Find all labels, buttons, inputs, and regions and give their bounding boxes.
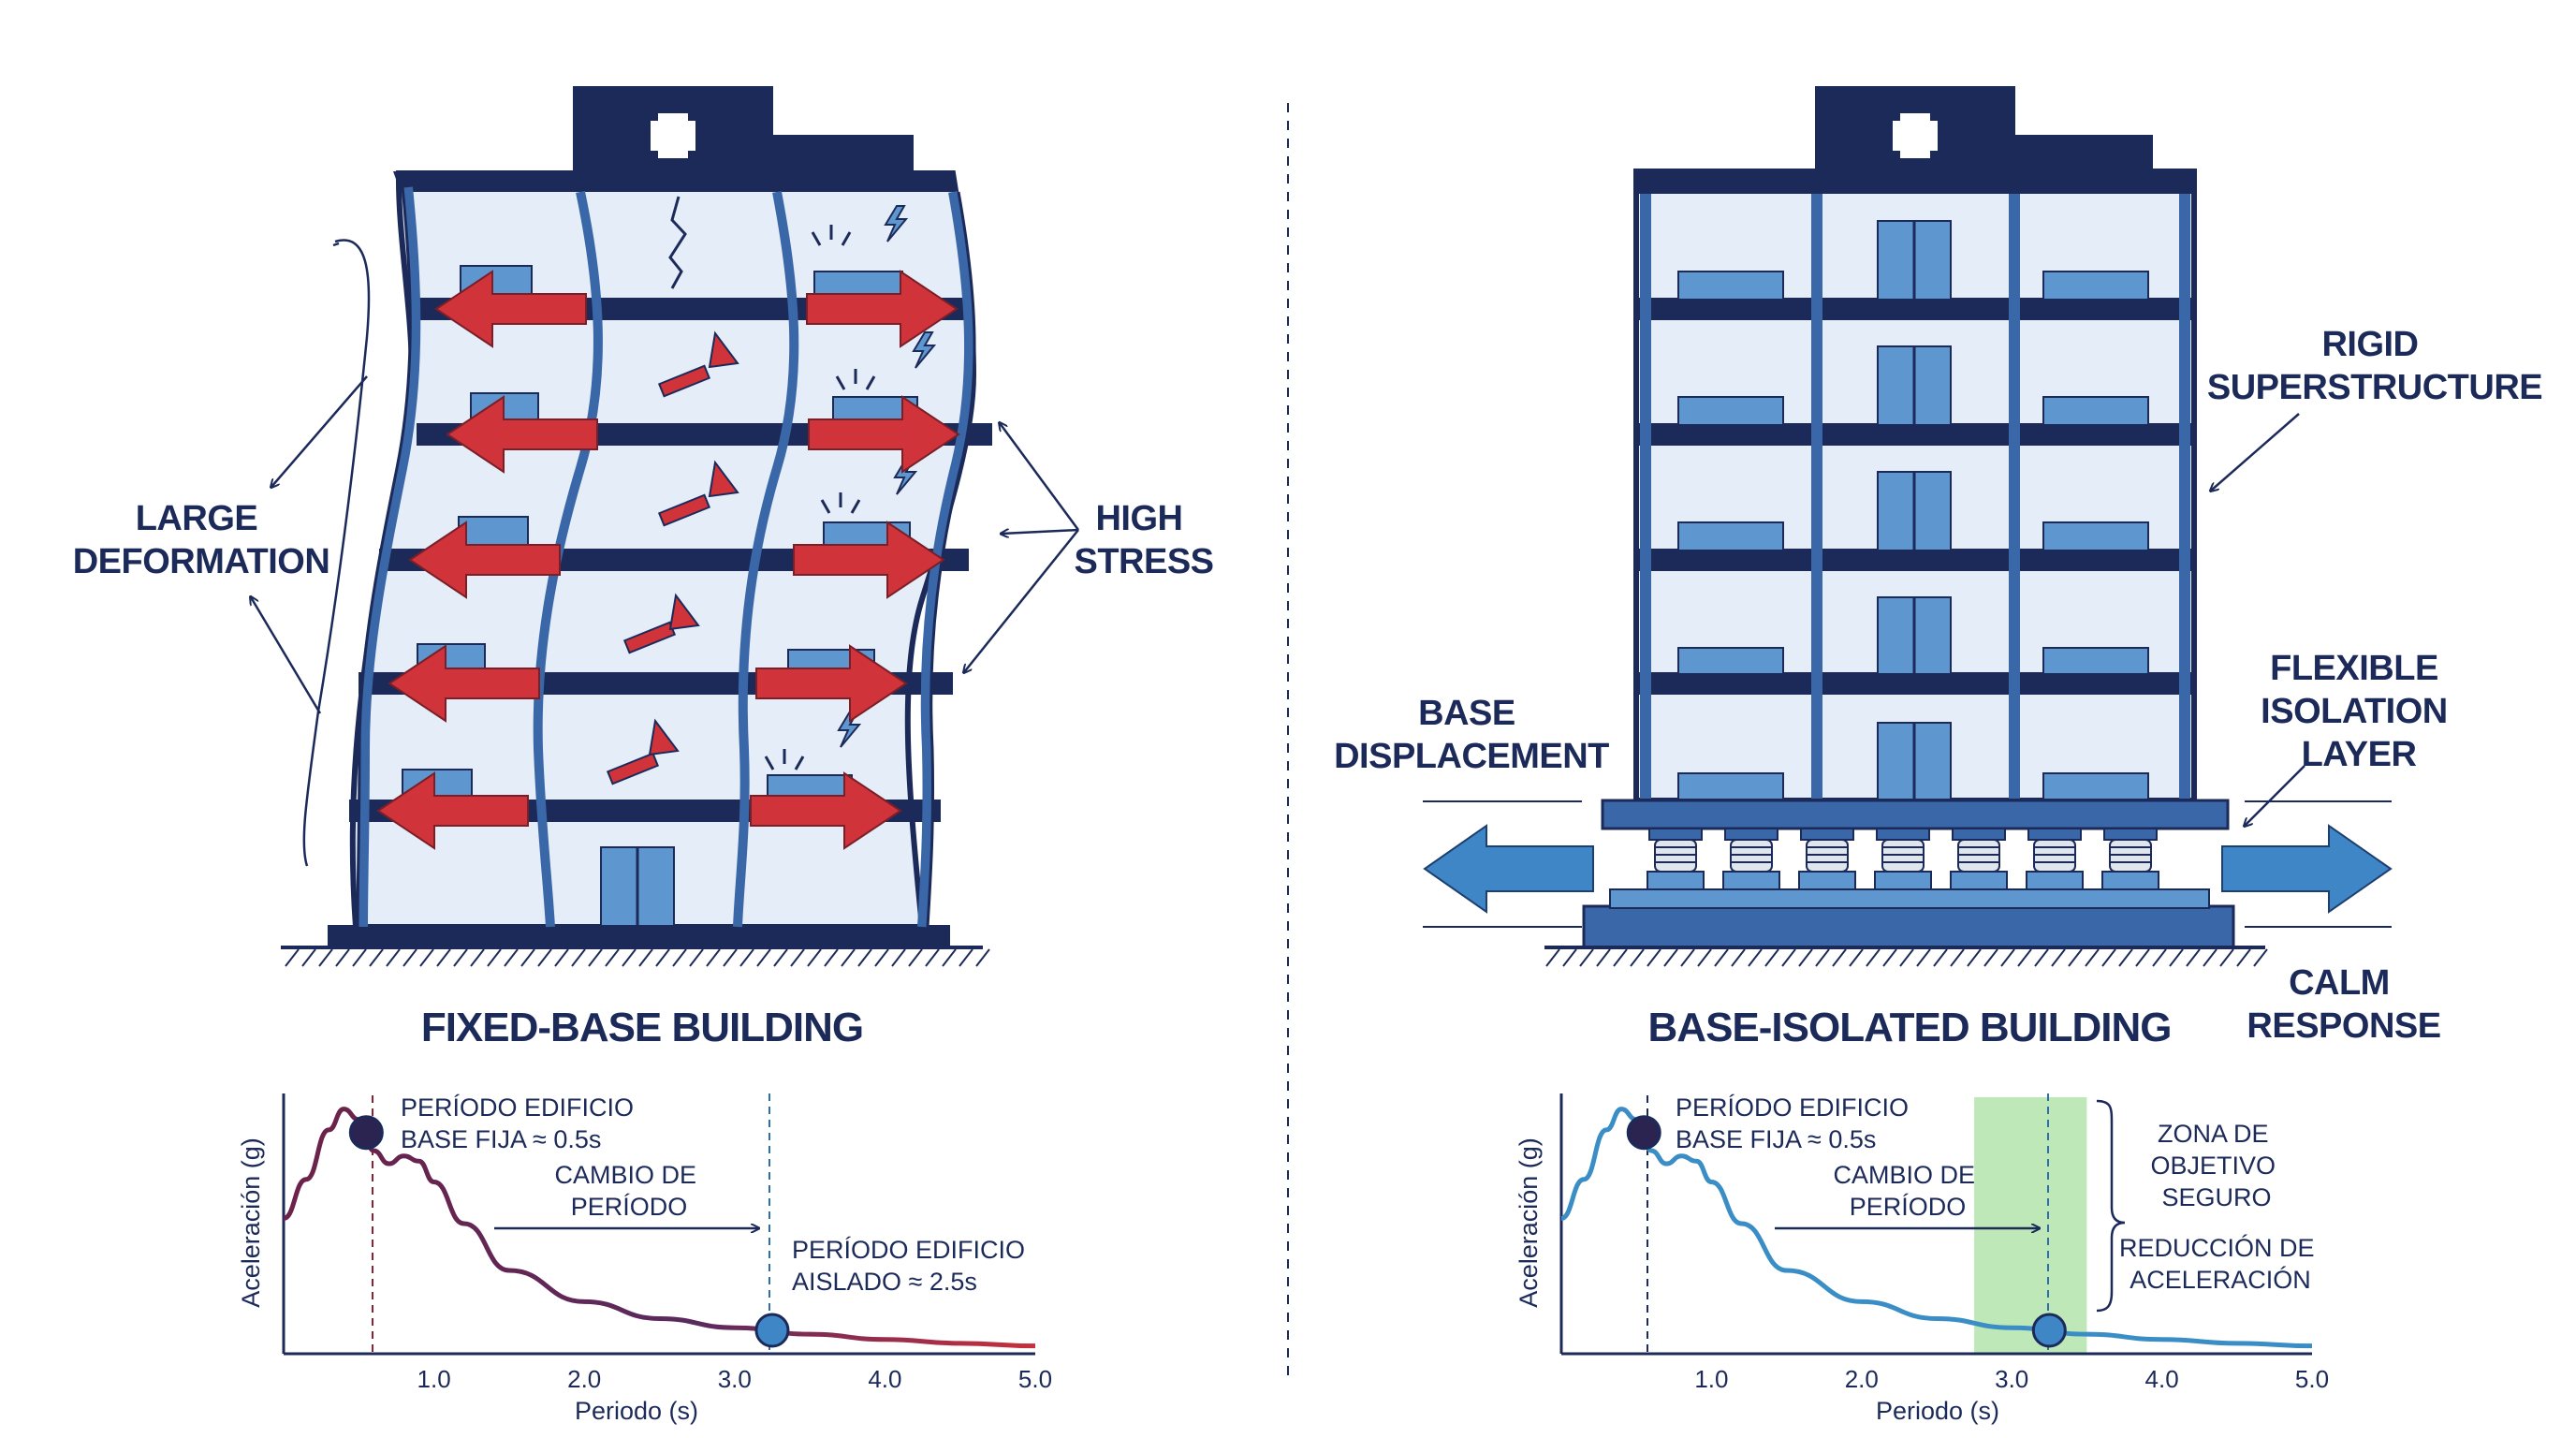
svg-text:ZONA DE OBJETIVO S: ZONA DE OBJETIVO SEGURO — [2150, 1120, 2282, 1211]
isolated-period-annotation-line2: AISLADO ≈ 2.5s — [792, 1268, 977, 1296]
svg-text:PERÍODO EDIFICIO BASE FI: PERÍODO EDIFICIO BASE FIJA ≈ 0.5s — [401, 1093, 641, 1153]
deformation-bracket — [302, 239, 371, 867]
zone-brace — [2096, 1099, 2126, 1313]
medical-cross-icon — [651, 113, 695, 158]
isolated-period-marker — [2031, 1313, 2067, 1348]
y-axis-title: Aceleración (g) — [237, 1137, 265, 1308]
fixed-period-annotation-line2: BASE FIJA ≈ 0.5s — [401, 1125, 601, 1153]
x-tick-label: 2.0 — [567, 1365, 601, 1393]
x-tick-label: 1.0 — [1694, 1365, 1728, 1393]
spectrum-curve — [1560, 1107, 2313, 1349]
displacement-label-line2: DISPLACEMENT — [1334, 737, 1609, 776]
x-tick-label: 4.0 — [2145, 1365, 2179, 1393]
isolation-top-plate — [1601, 799, 2230, 830]
isolated-period-marker — [754, 1313, 790, 1348]
deformation-label-line1: LARGE — [136, 499, 258, 538]
svg-text:FLEXIBLE ISOLATION LAY: FLEXIBLE ISOLATION LAYER — [2261, 649, 2457, 774]
x-tick-label: 3.0 — [718, 1365, 752, 1393]
reduction-annotation-line1: REDUCCIÓN DE — [2119, 1233, 2315, 1262]
zone-annotation-line2: OBJETIVO — [2150, 1152, 2276, 1180]
x-tick-label: 5.0 — [2295, 1365, 2329, 1393]
x-axis-title: Periodo (s) — [575, 1397, 698, 1425]
spectrum-curve — [283, 1107, 1036, 1349]
right-response-spectrum: 1.0 2.0 3.0 4.0 5.0 Aceleración (g) Periodo … — [1515, 1093, 2329, 1425]
isolation-label-line2: ISOLATION — [2261, 692, 2448, 731]
isolation-label-line1: FLEXIBLE — [2270, 649, 2438, 688]
isolation-label-line3: LAYER — [2302, 735, 2417, 774]
rigid-label-line2: SUPERSTRUCTURE — [2207, 368, 2542, 407]
fixed-period-annotation-line1: PERÍODO EDIFICIO — [401, 1093, 634, 1122]
crack-icon — [668, 196, 687, 289]
debris-icons — [606, 330, 739, 785]
safe-target-zone — [1974, 1097, 2087, 1354]
svg-text:CAMBIO DE PERÍODO: CAMBIO DE PERÍODO — [554, 1161, 703, 1221]
isolated-period-annotation-line1: PERÍODO EDIFICIO — [792, 1236, 1025, 1264]
fixed-base-title: FIXED-BASE BUILDING — [421, 1005, 863, 1050]
shift-annotation-line2: PERÍODO — [571, 1193, 688, 1221]
fixed-base-building — [251, 86, 1080, 967]
left-response-spectrum: 1.0 2.0 3.0 4.0 5.0 Aceleración (g) Periodo … — [237, 1093, 1052, 1425]
isolation-bearings — [1647, 828, 2159, 890]
zone-annotation-line1: ZONA DE — [2158, 1120, 2269, 1148]
stress-label-line1: HIGH — [1095, 499, 1182, 538]
base-displacement-arrows — [1423, 824, 2393, 914]
fixed-period-marker — [1626, 1115, 1661, 1151]
svg-text:CALM RESPONSE: CALM RESPONSE — [2247, 963, 2440, 1046]
svg-text:PERÍODO EDIFICIO AISLADO: PERÍODO EDIFICIO AISLADO ≈ 2.5s — [792, 1236, 1032, 1296]
svg-text:RIGID SUPERSTRUCTURE: RIGID SUPERSTRUCTURE — [2207, 325, 2542, 407]
x-tick-label: 4.0 — [868, 1365, 901, 1393]
fixed-period-annotation-line2: BASE FIJA ≈ 0.5s — [1676, 1125, 1876, 1153]
isolation-bearing — [1950, 828, 2008, 890]
base-isolated-title: BASE-ISOLATED BUILDING — [1648, 1005, 2172, 1050]
svg-text:REDUCCIÓN DE ACELERACIÓN: REDUCCIÓN DE ACELERACIÓN — [2119, 1233, 2321, 1294]
svg-text:PERÍODO EDIFICIO BASE FI: PERÍODO EDIFICIO BASE FIJA ≈ 0.5s — [1676, 1093, 1916, 1153]
svg-text:BASE DISPLACEMENT: BASE DISPLACEMENT — [1334, 694, 1609, 776]
ground — [281, 946, 990, 967]
x-tick-label: 5.0 — [1018, 1365, 1052, 1393]
shift-annotation-line1: CAMBIO DE — [1833, 1161, 1975, 1189]
calm-label-line2: RESPONSE — [2247, 1006, 2440, 1046]
svg-text:CAMBIO DE PERÍODO: CAMBIO DE PERÍODO — [1833, 1161, 1982, 1221]
base-isolated-building — [1423, 86, 2393, 967]
isolation-bearing — [1647, 828, 1705, 890]
fixed-period-annotation-line1: PERÍODO EDIFICIO — [1676, 1093, 1909, 1122]
shift-annotation-line2: PERÍODO — [1850, 1193, 1967, 1221]
zone-annotation-line3: SEGURO — [2161, 1183, 2271, 1211]
x-tick-label: 1.0 — [417, 1365, 451, 1393]
svg-text:LARGE DEFORMATION: LARGE DEFORMATION — [73, 499, 330, 581]
x-axis-title: Periodo (s) — [1876, 1397, 1999, 1425]
y-axis-title: Aceleración (g) — [1515, 1137, 1543, 1308]
isolation-bearing — [2101, 828, 2159, 890]
fixed-period-marker — [348, 1115, 384, 1151]
svg-text:HIGH STRESS: HIGH STRESS — [1074, 499, 1213, 581]
isolation-bearing — [1722, 828, 1780, 890]
reduction-annotation-line2: ACELERACIÓN — [2130, 1265, 2311, 1294]
x-tick-label: 3.0 — [1995, 1365, 2028, 1393]
stress-label-line2: STRESS — [1074, 542, 1213, 581]
isolation-bearing — [2026, 828, 2084, 890]
calm-label-line1: CALM — [2289, 963, 2390, 1003]
shift-annotation-line1: CAMBIO DE — [554, 1161, 696, 1189]
x-tick-label: 2.0 — [1845, 1365, 1879, 1393]
isolation-bearing — [1874, 828, 1932, 890]
isolation-bearing — [1798, 828, 1856, 890]
displacement-label-line1: BASE — [1418, 694, 1515, 733]
rigid-label-line1: RIGID — [2321, 325, 2418, 364]
deformation-label-line2: DEFORMATION — [73, 542, 330, 581]
isolation-base-plate — [1582, 904, 2235, 949]
medical-cross-icon — [1893, 113, 1938, 158]
stress-arrows — [376, 270, 960, 850]
